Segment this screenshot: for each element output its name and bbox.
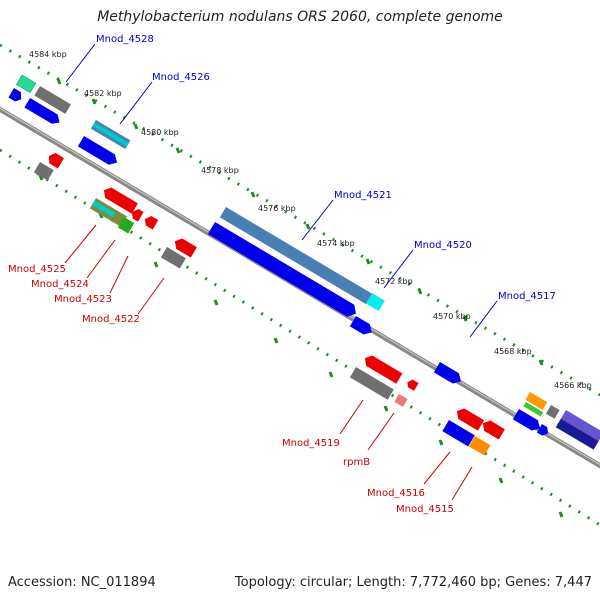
accession-text: Accession: NC_011894 xyxy=(8,575,156,590)
gene-label[interactable]: Mnod_4519 xyxy=(282,438,340,449)
scale-label: 4568 kbp xyxy=(494,347,532,356)
scale-label: 4582 kbp xyxy=(84,89,122,98)
gene-blue-small-1[interactable] xyxy=(8,88,24,104)
gene-grey-1[interactable] xyxy=(34,86,71,114)
gene-rpmb[interactable] xyxy=(394,394,408,407)
scale-label: 4574 kbp xyxy=(317,239,355,248)
gene-purple[interactable] xyxy=(555,410,600,450)
gene-red-5[interactable] xyxy=(405,378,419,391)
gene-labels-bottom: Mnod_4525 Mnod_4524 Mnod_4523 Mnod_4522 … xyxy=(8,264,454,515)
gene-label[interactable]: Mnod_4516 xyxy=(367,488,425,499)
scale-label: 4566 kbp xyxy=(554,381,592,390)
gene-mnod-4528[interactable] xyxy=(16,74,37,93)
gene-mnod-4516[interactable] xyxy=(442,420,475,447)
gene-grey-4[interactable] xyxy=(349,367,394,400)
genome-stats-text: Topology: circular; Length: 7,772,460 bp… xyxy=(234,575,592,590)
gene-label[interactable]: rpmB xyxy=(343,457,370,468)
gene-label[interactable]: Mnod_4526 xyxy=(152,72,210,83)
gene-label[interactable]: Mnod_4521 xyxy=(334,190,392,201)
gene-mnod-4515[interactable] xyxy=(468,436,491,456)
gene-blue-4[interactable] xyxy=(349,316,375,338)
gene-red-6[interactable] xyxy=(454,406,485,431)
gene-label[interactable]: Mnod_4528 xyxy=(96,34,154,45)
map-title: Methylobacterium nodulans ORS 2060, comp… xyxy=(97,9,503,25)
gene-red-2[interactable] xyxy=(101,185,138,214)
scale-label: 4572 kbp xyxy=(375,277,413,286)
gene-label[interactable]: Mnod_4523 xyxy=(54,294,112,305)
gene-mnod-4523[interactable] xyxy=(117,217,135,234)
scale-label: 4578 kbp xyxy=(201,166,239,175)
gene-red-3[interactable] xyxy=(129,207,144,222)
gene-green-top[interactable] xyxy=(523,402,544,417)
gene-mnod-4524[interactable] xyxy=(89,198,127,227)
gene-label[interactable]: Mnod_4520 xyxy=(414,240,472,251)
gene-label[interactable]: Mnod_4524 xyxy=(31,279,89,290)
gene-label[interactable]: Mnod_4522 xyxy=(82,314,140,325)
gene-label[interactable]: Mnod_4517 xyxy=(498,291,556,302)
gene-grey-small[interactable] xyxy=(545,405,560,419)
gene-blue-2[interactable] xyxy=(24,98,62,127)
scale-label: 4580 kbp xyxy=(141,128,179,137)
gene-blue-3[interactable] xyxy=(77,136,120,168)
gene-red-7[interactable] xyxy=(480,418,505,440)
gene-mnod-4517[interactable] xyxy=(433,362,464,387)
gene-mnod-4519[interactable] xyxy=(362,353,403,384)
scale-label: 4570 kbp xyxy=(433,312,471,321)
scale-label: 4576 kbp xyxy=(258,204,296,213)
gene-mnod-4520[interactable] xyxy=(365,293,385,311)
gene-mnod-4526[interactable] xyxy=(90,120,131,150)
reverse-genes xyxy=(33,151,505,440)
gene-label[interactable]: Mnod_4515 xyxy=(396,504,454,515)
gene-grey-3[interactable] xyxy=(160,247,186,269)
scale-label: 4584 kbp xyxy=(29,50,67,59)
gene-mnod-4522[interactable] xyxy=(172,236,197,258)
forward-genes xyxy=(8,74,600,456)
gene-blue-long[interactable] xyxy=(207,222,360,320)
gene-orange-top[interactable] xyxy=(525,392,548,410)
inner-scale-line xyxy=(0,148,600,527)
gene-labels-top: Mnod_4528 Mnod_4526 Mnod_4521 Mnod_4520 … xyxy=(96,34,556,302)
gene-blue-5[interactable] xyxy=(512,409,543,434)
gene-blue-small-2[interactable] xyxy=(536,424,551,438)
scale-labels: 4584 kbp 4582 kbp 4580 kbp 4578 kbp 4576… xyxy=(29,50,592,390)
gene-mnod-4521[interactable] xyxy=(219,207,373,305)
gene-label[interactable]: Mnod_4525 xyxy=(8,264,66,275)
label-leaders xyxy=(64,43,498,501)
gene-red-4[interactable] xyxy=(142,214,159,230)
gene-red-1[interactable] xyxy=(46,151,65,169)
gene-grey-2[interactable] xyxy=(33,162,54,181)
